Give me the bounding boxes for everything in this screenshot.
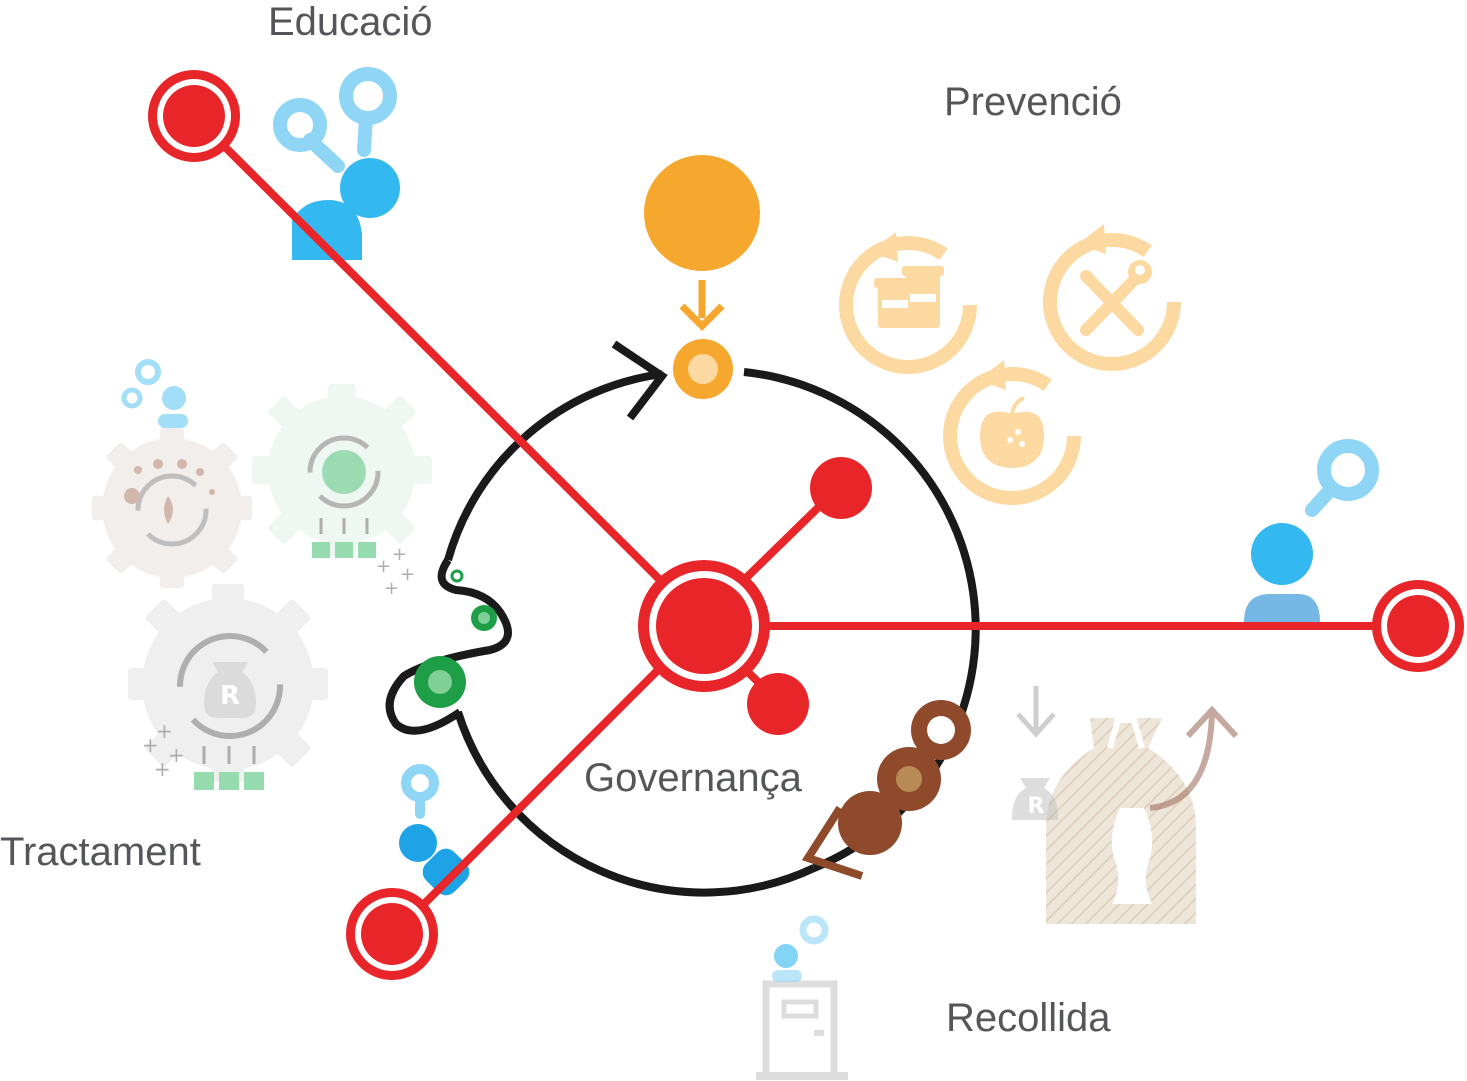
collection-upcycle-arrow-icon — [1149, 705, 1239, 811]
collection-station-nodes — [801, 700, 971, 880]
svg-text:+: + — [392, 544, 407, 565]
collection-bag-letter: R — [1028, 794, 1045, 819]
label-recollida: Recollida — [946, 996, 1111, 1040]
label-governanca: Governança — [584, 756, 802, 800]
svg-text:+: + — [376, 556, 391, 577]
small-red-node-lower — [747, 673, 809, 735]
treatment-gear-green-icon: ++++ — [252, 384, 432, 599]
recycle-bag-letter: R — [220, 681, 240, 711]
small-red-node-upper — [810, 457, 872, 519]
prevention-food-waste-icon — [943, 360, 1081, 505]
svg-text:+: + — [168, 743, 185, 767]
small-person-icon-treatment — [121, 359, 188, 428]
bottom-left-person-icon — [399, 764, 470, 896]
label-prevencio: Prevenció — [944, 80, 1122, 124]
svg-text:+: + — [142, 733, 159, 757]
right-person-icon — [1244, 439, 1379, 622]
treatment-station-nodes — [414, 569, 497, 708]
collection-container-icon — [756, 980, 848, 1080]
svg-text:+: + — [384, 578, 399, 599]
svg-text:+: + — [156, 719, 173, 743]
bottom-left-terminal-node — [346, 888, 438, 980]
governance-hub — [638, 560, 770, 692]
treatment-gear-recycle-bag-icon: R ++++ — [128, 584, 328, 790]
prevention-station-node — [644, 155, 760, 399]
education-people-icon — [273, 67, 400, 260]
small-person-icon-collection — [772, 915, 829, 982]
treatment-gear-compost-icon — [92, 428, 252, 588]
collection-organic-bag-icon — [1046, 717, 1196, 924]
svg-text:+: + — [400, 564, 415, 585]
label-educacio: Educació — [268, 0, 433, 44]
right-terminal-node — [1372, 580, 1464, 672]
collection-recycle-bag-icon: R — [1012, 686, 1058, 820]
label-tractament: Tractament — [0, 830, 201, 874]
svg-text:+: + — [154, 757, 171, 781]
prevention-repair-tools-icon — [1043, 224, 1181, 371]
prevention-reuse-cups-icon — [839, 232, 977, 374]
education-terminal-node — [148, 70, 240, 162]
